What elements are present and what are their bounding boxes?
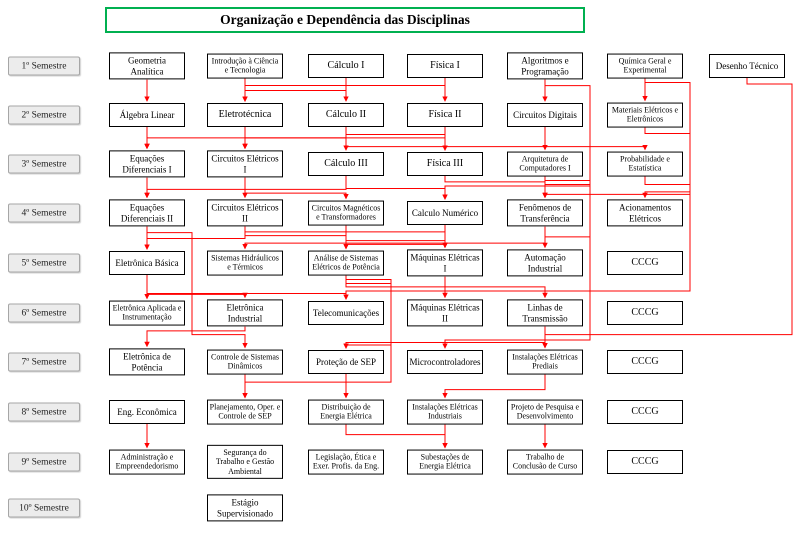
dependency-arrow-materiais-eletricos-to-acionamentos-eletricos [642, 127, 691, 199]
course-subestacoes: Subestações de Energia Elétrica [407, 449, 483, 475]
dependency-arrow-calculo-numerico-to-analise-sep [343, 225, 446, 250]
dependency-arrow-algoritmos-programacao-to-calculo-numerico [442, 79, 591, 200]
dependency-arrow-fisica-2-to-circuitos-eletricos-1 [242, 127, 446, 150]
course-protecao-sep: Proteção de SEP [308, 350, 384, 374]
course-microcontroladores: Microcontroladores [407, 350, 483, 374]
dependency-arrow-distribuicao-ee-to-subestacoes [345, 424, 448, 449]
course-eletronica-basica: Eletrônica Básica [109, 251, 185, 275]
course-cccg-5: CCCG [607, 251, 683, 275]
course-fisica-3: Física III [407, 152, 483, 176]
course-circuitos-eletricos-1: Circuitos Elétricos I [207, 150, 283, 178]
semester-label-8: 8º Semestre [8, 402, 80, 422]
dependency-arrow-circuitos-eletricos-1-to-circuitos-magneticos [244, 177, 349, 200]
course-eng-economica: Eng. Econômica [109, 400, 185, 424]
course-algoritmos-programacao: Algoritmos e Programação [507, 52, 583, 80]
course-cccg-7: CCCG [607, 350, 683, 374]
semester-label-2: 2º Semestre [8, 105, 80, 125]
course-circuitos-eletricos-2: Circuitos Elétricos II [207, 199, 283, 227]
course-linhas-transmissao: Linhas de Transmissão [507, 299, 583, 327]
course-eletronica-potencia: Eletrônica de Potência [109, 348, 185, 376]
course-controle-sistemas: Controle de Sistemas Dinâmicos [207, 349, 283, 375]
dependency-arrow-circuitos-magneticos-to-maquinas-eletricas-1 [345, 225, 448, 249]
dependency-arrow-eletronica-industrial-to-eletronica-potencia [144, 326, 246, 348]
semester-label-6: 6º Semestre [8, 303, 80, 323]
course-materiais-eletricos: Materiais Elétricos e Eletrônicos [607, 102, 683, 128]
semester-label-9: 9º Semestre [8, 452, 80, 472]
course-planejamento-sep: Planejamento, Oper. e Controle de SEP [207, 399, 283, 425]
dependency-arrow-fenomenos-transferencia-to-sistemas-hidraulicos [242, 226, 546, 250]
course-automacao-industrial: Automação Industrial [507, 249, 583, 277]
course-fenomenos-transferencia: Fenômenos de Transferência [507, 199, 583, 227]
dependency-arrow-calculo-3-to-calculo-numerico [345, 176, 448, 200]
course-legislacao: Legislação, Ética e Exer. Profis. da Eng… [308, 449, 384, 475]
course-cccg-6: CCCG [607, 301, 683, 325]
course-calculo-1: Cálculo I [308, 54, 384, 78]
course-geometria-analitica: Geometria Analítica [109, 52, 185, 80]
course-projeto-pesquisa: Projeto de Pesquisa e Desenvolvimento [507, 399, 583, 425]
course-fisica-2: Física II [407, 103, 483, 127]
course-estagio: Estágio Supervisionado [207, 494, 283, 522]
dependency-arrow-eq-diferenciais-2-to-controle-sistemas [146, 226, 248, 349]
course-intro-ciencia-tecnologia: Introdução à Ciência e Tecnologia [207, 53, 283, 79]
course-fisica-1: Física I [407, 54, 483, 78]
dependency-arrow-arquitetura-computadores-to-microcontroladores [442, 176, 591, 349]
course-algebra-linear: Álgebra Linear [109, 103, 185, 127]
dependency-arrow-calculo-2-to-probabilidade-estatistica [345, 127, 648, 151]
dependency-arrow-fisica-1-to-eletrotecnica [242, 78, 446, 102]
dependency-arrow-circuitos-eletricos-2-to-analise-sep [244, 226, 349, 250]
course-tcc: Trabalho de Conclusão de Curso [507, 449, 583, 475]
dependency-arrow-eletronica-basica-to-telecomunicacoes [146, 275, 349, 300]
dependency-arrow-quimica-geral-to-fenomenos-transferencia [542, 78, 691, 199]
course-distribuicao-ee: Distribuição de Energia Elétrica [308, 399, 384, 425]
diagram-title: Organização e Dependência das Disciplina… [105, 7, 585, 33]
semester-label-7: 7º Semestre [8, 352, 80, 372]
course-arquitetura-computadores: Arquitetura de Computadores I [507, 151, 583, 177]
course-maquinas-eletricas-1: Máquinas Elétricas I [407, 249, 483, 277]
diagram-title-text: Organização e Dependência das Disciplina… [220, 12, 470, 27]
course-instalacoes-industriais: Instalações Elétricas Industriais [407, 399, 483, 425]
dependency-arrow-circuitos-eletricos-2-to-eletronica-basica [144, 226, 246, 250]
course-quimica-geral: Química Geral e Experimental [607, 53, 683, 79]
semester-label-10: 10º Semestre [8, 498, 80, 518]
semester-label-5: 5º Semestre [8, 253, 80, 273]
course-eq-diferenciais-1: Equações Diferenciais I [109, 150, 185, 178]
course-calculo-3: Cálculo III [308, 152, 384, 176]
course-circuitos-digitais: Circuitos Digitais [507, 103, 583, 127]
course-cccg-9: CCCG [607, 450, 683, 474]
dependency-arrow-eletronica-basica-to-eletronica-industrial [146, 275, 248, 299]
course-cccg-8: CCCG [607, 400, 683, 424]
dependency-arrow-probabilidade-estatistica-to-telecomunicacoes [343, 176, 691, 300]
dependency-arrow-calculo-1-to-eletrotecnica [242, 78, 347, 102]
course-seguranca-trabalho: Segurança do Trabalho e Gestão Ambiental [207, 444, 283, 480]
dependency-arrow-fisica-3-to-fenomenos-transferencia [444, 176, 548, 199]
edges-group [144, 78, 793, 449]
course-administracao: Administração e Empreendedorismo [109, 449, 185, 475]
course-calculo-2: Cálculo II [308, 103, 384, 127]
course-probabilidade-estatistica: Probabilidade e Estatística [607, 151, 683, 177]
course-desenho-tecnico: Desenho Técnico [709, 54, 785, 78]
course-eletrotecnica: Eletrotécnica [207, 103, 283, 127]
dependency-arrow-calculo-3-to-eq-diferenciais-2 [144, 176, 347, 199]
course-circuitos-magneticos: Circuitos Magnéticos e Transformadores [308, 200, 384, 226]
course-calculo-numerico: Calculo Numérico [407, 201, 483, 225]
course-telecomunicacoes: Telecomunicações [308, 301, 384, 325]
semester-label-1: 1º Semestre [8, 56, 80, 76]
course-sistemas-hidraulicos: Sistemas Hidráulicos e Térmicos [207, 250, 283, 276]
semester-label-3: 3º Semestre [8, 154, 80, 174]
course-eletronica-industrial: Eletrônica Industrial [207, 299, 283, 327]
course-eq-diferenciais-2: Equações Diferenciais II [109, 199, 185, 227]
dependency-arrow-desenho-tecnico-to-instalacoes-prediais [542, 78, 793, 349]
course-maquinas-eletricas-2: Máquinas Elétricas II [407, 299, 483, 327]
course-eletronica-aplicada: Eletrônica Aplicada e Instrumentação [109, 300, 185, 326]
dependency-arrow-instalacoes-prediais-to-instalacoes-industriais [442, 374, 546, 399]
semester-label-4: 4º Semestre [8, 203, 80, 223]
course-acionamentos-eletricos: Acionamentos Elétricos [607, 199, 683, 227]
course-analise-sep: Análise de Sistemas Elétricos de Potênci… [308, 250, 384, 276]
course-instalacoes-prediais: Instalações Elétricas Prediais [507, 349, 583, 375]
